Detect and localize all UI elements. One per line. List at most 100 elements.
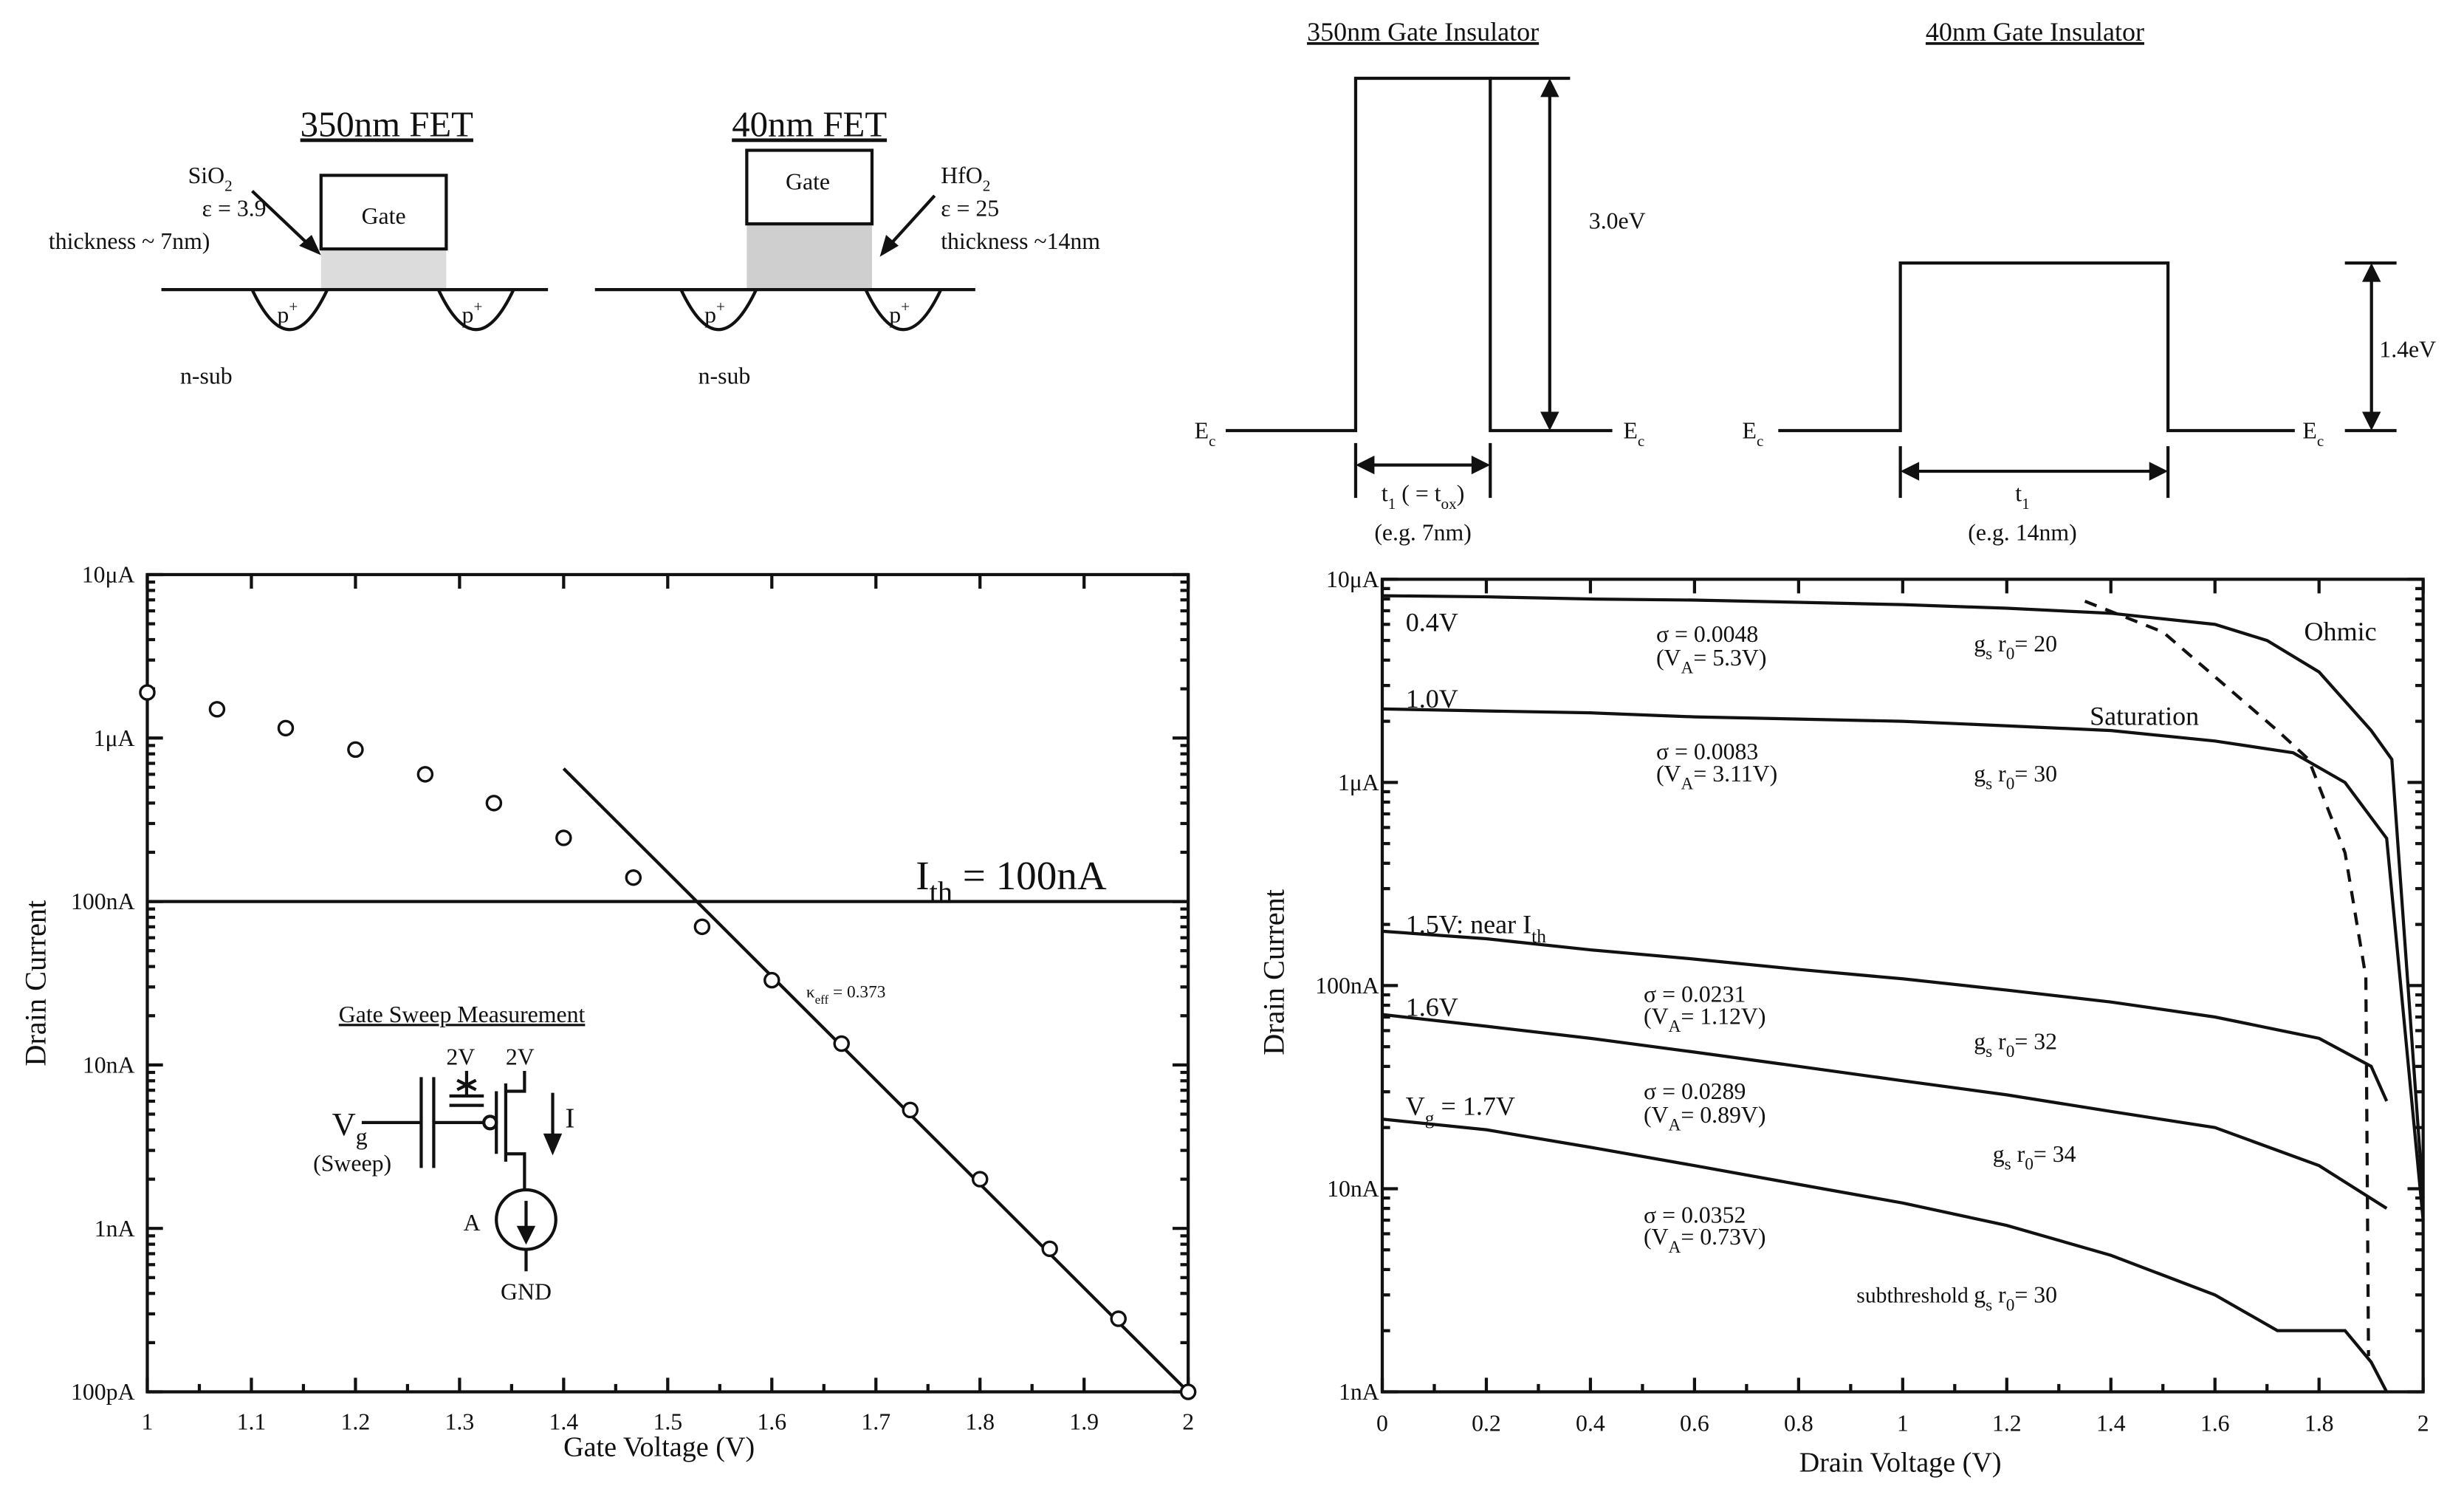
x-axis-label: Gate Voltage (V) — [563, 1431, 755, 1462]
y-axis-label: Drain Current — [19, 900, 52, 1067]
y-tick-label: 1nA — [1339, 1379, 1379, 1405]
x-tick-label: 1.2 — [1992, 1410, 2022, 1436]
arrow-right-icon — [2149, 462, 2169, 481]
x-tick-label: 0.6 — [1680, 1410, 1709, 1436]
barrier-40: 40nm Gate Insulator 1.4eV Ec Ec t1 (e.g.… — [1743, 17, 2437, 545]
data-point — [555, 829, 572, 846]
x-tick-label: 1.8 — [2305, 1410, 2334, 1436]
width-label-350: t1 ( = tox) — [1382, 480, 1464, 513]
pplus-well-right-40 — [863, 288, 944, 332]
data-point — [1110, 1310, 1127, 1327]
source-wire — [505, 1070, 526, 1093]
arrow-head-icon — [299, 234, 321, 256]
x-tick-label: 1.6 — [2200, 1410, 2230, 1436]
iv-curve-2 — [1382, 929, 2389, 1102]
oxide-layer-350 — [320, 249, 447, 289]
annotation-1.7v: σ = 0.0352 (VA= 0.73V) subthreshold gs r… — [1644, 1202, 2057, 1315]
data-point — [139, 684, 156, 701]
y-tick-label: 10μA — [82, 562, 135, 588]
curve-label-1.0v: 1.0V — [1406, 684, 1458, 713]
annotation-1.5v: σ = 0.0231 (VA= 1.12V) gs r0= 32 — [1644, 982, 2057, 1061]
arrow-left-icon — [1900, 462, 1920, 481]
y-tick-label: 1nA — [95, 1216, 135, 1242]
x-tick-label: 1 — [1897, 1410, 1909, 1436]
kappa-label: κeff = 0.373 — [806, 982, 885, 1006]
thickness-label-40: thickness ~14nm — [941, 228, 1100, 254]
x-tick-label: 1.9 — [1069, 1408, 1099, 1434]
annotation-0.4v: σ = 0.0048 (VA= 5.3V) gs r0= 20 — [1656, 621, 2057, 677]
inset-v2: 2V — [506, 1044, 535, 1069]
ec-label: Ec — [2302, 418, 2324, 451]
data-point — [208, 701, 226, 718]
svg-text:gs r0= 34: gs r0= 34 — [1993, 1141, 2076, 1174]
data-point — [971, 1171, 989, 1188]
pplus-label: p+ — [277, 298, 298, 328]
inset-v1: 2V — [446, 1044, 475, 1069]
x-tick-label: 1.5 — [653, 1408, 682, 1434]
x-tick-label: 1.4 — [2096, 1410, 2126, 1436]
curve-label-1.6v: 1.6V — [1406, 993, 1458, 1022]
x-tick-label: 1.3 — [445, 1408, 475, 1434]
gate-sweep-inset: Gate Sweep Measurement 2V 2V I A — [313, 1002, 585, 1304]
drain-wire — [505, 1152, 526, 1191]
svg-text:σ = 0.0352: σ = 0.0352 — [1644, 1202, 1746, 1228]
x-tick-label: 1.7 — [861, 1408, 890, 1434]
svg-text:(VA= 1.12V): (VA= 1.12V) — [1644, 1003, 1765, 1036]
epsilon-label-40: ε = 25 — [941, 196, 999, 222]
arrow-right-icon — [1471, 455, 1491, 475]
y-tick-label: 10μA — [1326, 566, 1379, 592]
ohmic-label: Ohmic — [2305, 617, 2377, 646]
barrier-height-350: 3.0eV — [1589, 208, 1646, 233]
data-point — [1041, 1240, 1058, 1258]
pointer-arrow-350 — [251, 190, 315, 250]
svg-text:gs r0= 20: gs r0= 20 — [1974, 631, 2057, 664]
width-label-40: t1 — [2015, 480, 2029, 513]
ec-label: Ec — [1623, 418, 1644, 451]
current-label: I — [565, 1103, 574, 1134]
svg-text:σ = 0.0289: σ = 0.0289 — [1644, 1078, 1746, 1104]
gate-box-40 — [745, 148, 874, 226]
iv-curves — [1382, 594, 2425, 1393]
data-point — [625, 869, 642, 886]
svg-text:(VA= 5.3V): (VA= 5.3V) — [1656, 645, 1767, 678]
svg-text:σ = 0.0083: σ = 0.0083 — [1656, 739, 1758, 764]
barrier-350: 350nm Gate Insulator 3.0eV Ec Ec t1 ( = … — [1195, 17, 1646, 545]
vg-label: Vg — [332, 1106, 368, 1150]
ammeter-label: A — [464, 1210, 481, 1236]
annotation-1.6v: σ = 0.0289 (VA= 0.89V) gs r0= 34 — [1644, 1078, 2076, 1174]
x-tick-label: 0.2 — [1472, 1410, 1501, 1436]
gate-label-350: Gate — [362, 203, 406, 229]
y-tick-label: 10nA — [83, 1052, 135, 1078]
svg-text:(VA= 0.73V): (VA= 0.73V) — [1644, 1224, 1765, 1257]
y-tick-label: 100pA — [71, 1379, 135, 1405]
arrow-down-icon — [2361, 411, 2381, 431]
x-tick-label: 1.4 — [549, 1408, 578, 1434]
x-tick-label: 0.4 — [1576, 1410, 1605, 1436]
data-point — [693, 918, 711, 936]
thickness-label-350: thickness ~ 7nm) — [49, 228, 210, 254]
y-tick-label: 10nA — [1327, 1176, 1379, 1202]
x-tick-label: 1 — [142, 1408, 154, 1434]
pplus-label: p+ — [704, 298, 725, 328]
fet-40-title: 40nm FET — [732, 104, 887, 144]
x-tick-label: 1.2 — [341, 1408, 371, 1434]
sweep-label: (Sweep) — [313, 1151, 391, 1177]
x-tick-label: 2 — [1182, 1408, 1194, 1434]
fet-350-title: 350nm FET — [301, 104, 473, 144]
x-tick-label: 2 — [2417, 1410, 2429, 1436]
arrow-down-icon — [543, 1133, 563, 1156]
barrier-350-title: 350nm Gate Insulator — [1307, 17, 1539, 47]
svg-text:gs r0= 30: gs r0= 30 — [1974, 761, 2057, 794]
iv-curve-3 — [1382, 1013, 2388, 1210]
ec-label: Ec — [1743, 418, 1764, 451]
x-axis-label: Drain Voltage (V) — [1799, 1448, 2002, 1479]
arrow-down-icon — [1540, 411, 1559, 431]
data-point — [485, 795, 503, 812]
y-axis-label: Drain Current — [1257, 889, 1290, 1055]
material-label-40: HfO2 — [941, 162, 990, 195]
